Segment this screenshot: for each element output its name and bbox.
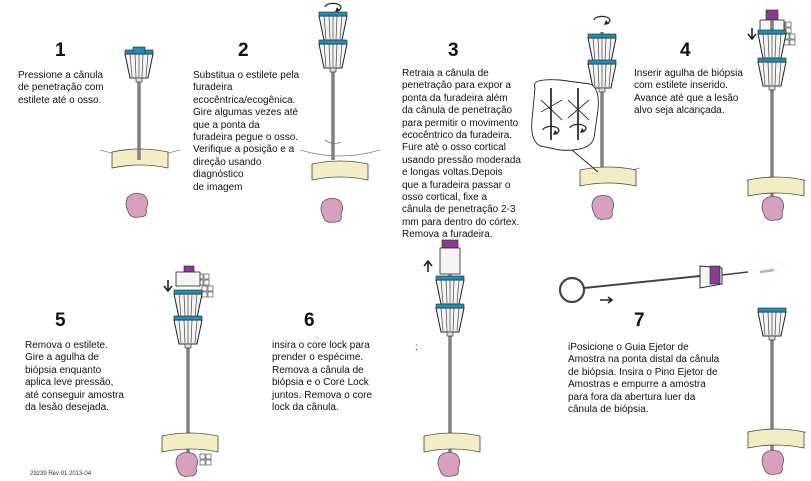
step-2-illustration — [299, 2, 381, 223]
step-2-number: 2 — [238, 40, 249, 61]
step-6-text: insira o core lock para prender o espéci… — [272, 340, 373, 414]
stray-mark: : — [415, 342, 418, 353]
step-2-text: Substitua o estilete pela furadeira ecoc… — [193, 70, 300, 193]
step-5-text: Remova o estilete. Gire a agulha de bióp… — [25, 340, 124, 414]
step-1-number: 1 — [55, 40, 66, 61]
step-3-text: Retraia a cânula de penetração para expo… — [402, 68, 521, 241]
step-7-number: 7 — [634, 310, 645, 331]
step-4-text: Inserir agulha de biópsia com estilete i… — [634, 68, 743, 117]
step-3-illustration — [531, 15, 641, 220]
step-6-number: 6 — [304, 310, 315, 331]
step-5-illustration — [161, 265, 219, 477]
step-6-illustration — [423, 239, 481, 477]
step-7-text: iPosicione o Guia Ejetor de Amostra na p… — [568, 342, 720, 416]
step-1-illustration — [99, 46, 181, 218]
step-5-number: 5 — [55, 310, 66, 331]
step-7-illustration — [558, 265, 807, 475]
document-footer: 29239 Rev 01 2013-04 — [30, 471, 92, 477]
step-4-illustration — [745, 9, 807, 221]
step-1-text: Pressione a cânula de penetração com est… — [18, 70, 104, 106]
step-3-number: 3 — [448, 40, 459, 61]
step-4-number: 4 — [680, 40, 691, 61]
